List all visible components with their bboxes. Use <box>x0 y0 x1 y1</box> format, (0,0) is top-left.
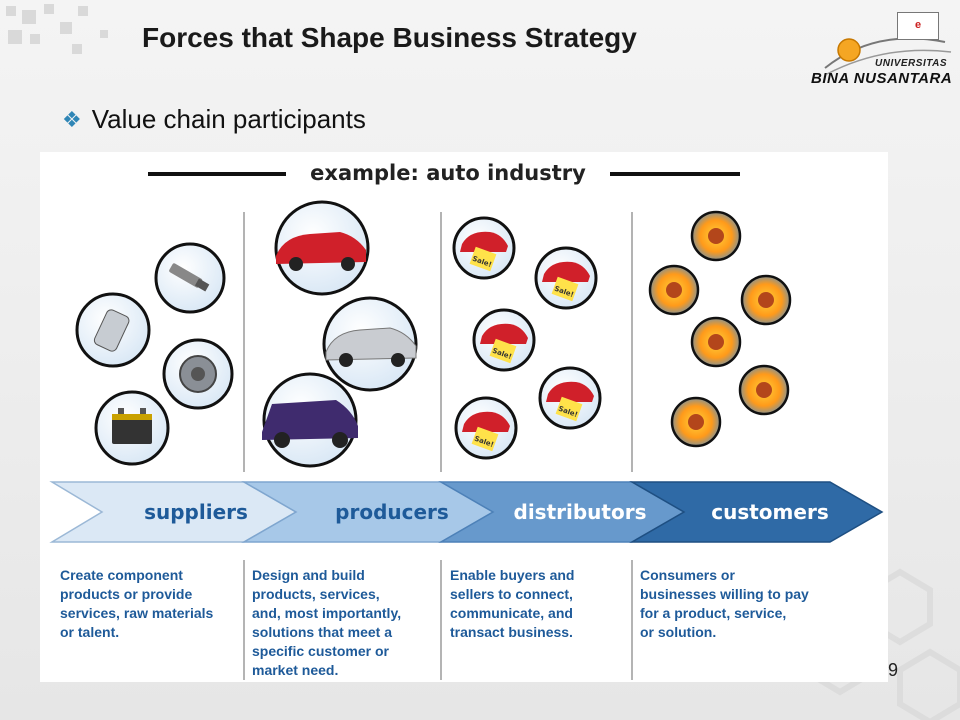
bullet-item: ❖ Value chain participants <box>62 104 366 135</box>
customer-icon <box>670 396 722 448</box>
customer-icon <box>648 264 700 316</box>
purple-suv-icon <box>262 372 358 468</box>
car-battery-icon <box>94 390 170 466</box>
stage-label-distributors: distributors <box>514 500 647 524</box>
value-chain-arrow: suppliers producers distributors custome… <box>49 481 884 543</box>
stage-chevron-customers <box>629 481 884 543</box>
stage-description-suppliers: Create component products or provide ser… <box>60 567 214 640</box>
customer-icon <box>740 274 792 326</box>
figure-heading: example: auto industry <box>310 161 586 185</box>
page-number: 9 <box>888 660 899 680</box>
stage-label-customers: customers <box>711 500 828 524</box>
stage-label-producers: producers <box>335 500 449 524</box>
figure-artwork: example: auto industry <box>49 161 884 680</box>
stage-description-customers: Consumers or businesses willing to pay f… <box>640 567 809 640</box>
customer-icon <box>738 364 790 416</box>
red-sports-car-icon <box>274 200 370 296</box>
stage-description-producers: Design and build products, services, and… <box>252 567 402 678</box>
logo-line1: UNIVERSITAS <box>875 58 947 69</box>
university-logo: e UNIVERSITAS BINA NUSANTARA <box>805 8 955 93</box>
logo-line2: BINA NUSANTARA <box>811 70 953 87</box>
customer-icon <box>690 316 742 368</box>
sale-tag-icon: Sale! <box>454 396 518 460</box>
slide-title: Forces that Shape Business Strategy <box>142 22 637 53</box>
diamond-bullet-icon: ❖ <box>62 106 82 132</box>
spark-plug-icon <box>154 242 226 314</box>
value-chain-figure: example: auto industry <box>40 152 888 682</box>
sale-tag-icon: Sale! <box>472 308 536 372</box>
customer-icon <box>690 210 742 262</box>
logo-badge: e <box>897 12 939 40</box>
sale-tag-icon: Sale! <box>534 246 598 310</box>
silver-sports-car-icon <box>322 296 418 392</box>
sale-tag-icon: Sale! <box>538 366 602 430</box>
stage-label-suppliers: suppliers <box>144 500 248 524</box>
stage-description-distributors: Enable buyers and sellers to connect, co… <box>450 567 575 640</box>
bullet-text: Value chain participants <box>91 104 366 134</box>
carburetor-icon <box>162 338 234 410</box>
sale-tag-icon: Sale! <box>452 216 516 280</box>
fuel-filter-icon <box>75 292 151 368</box>
decorative-squares <box>0 0 140 70</box>
